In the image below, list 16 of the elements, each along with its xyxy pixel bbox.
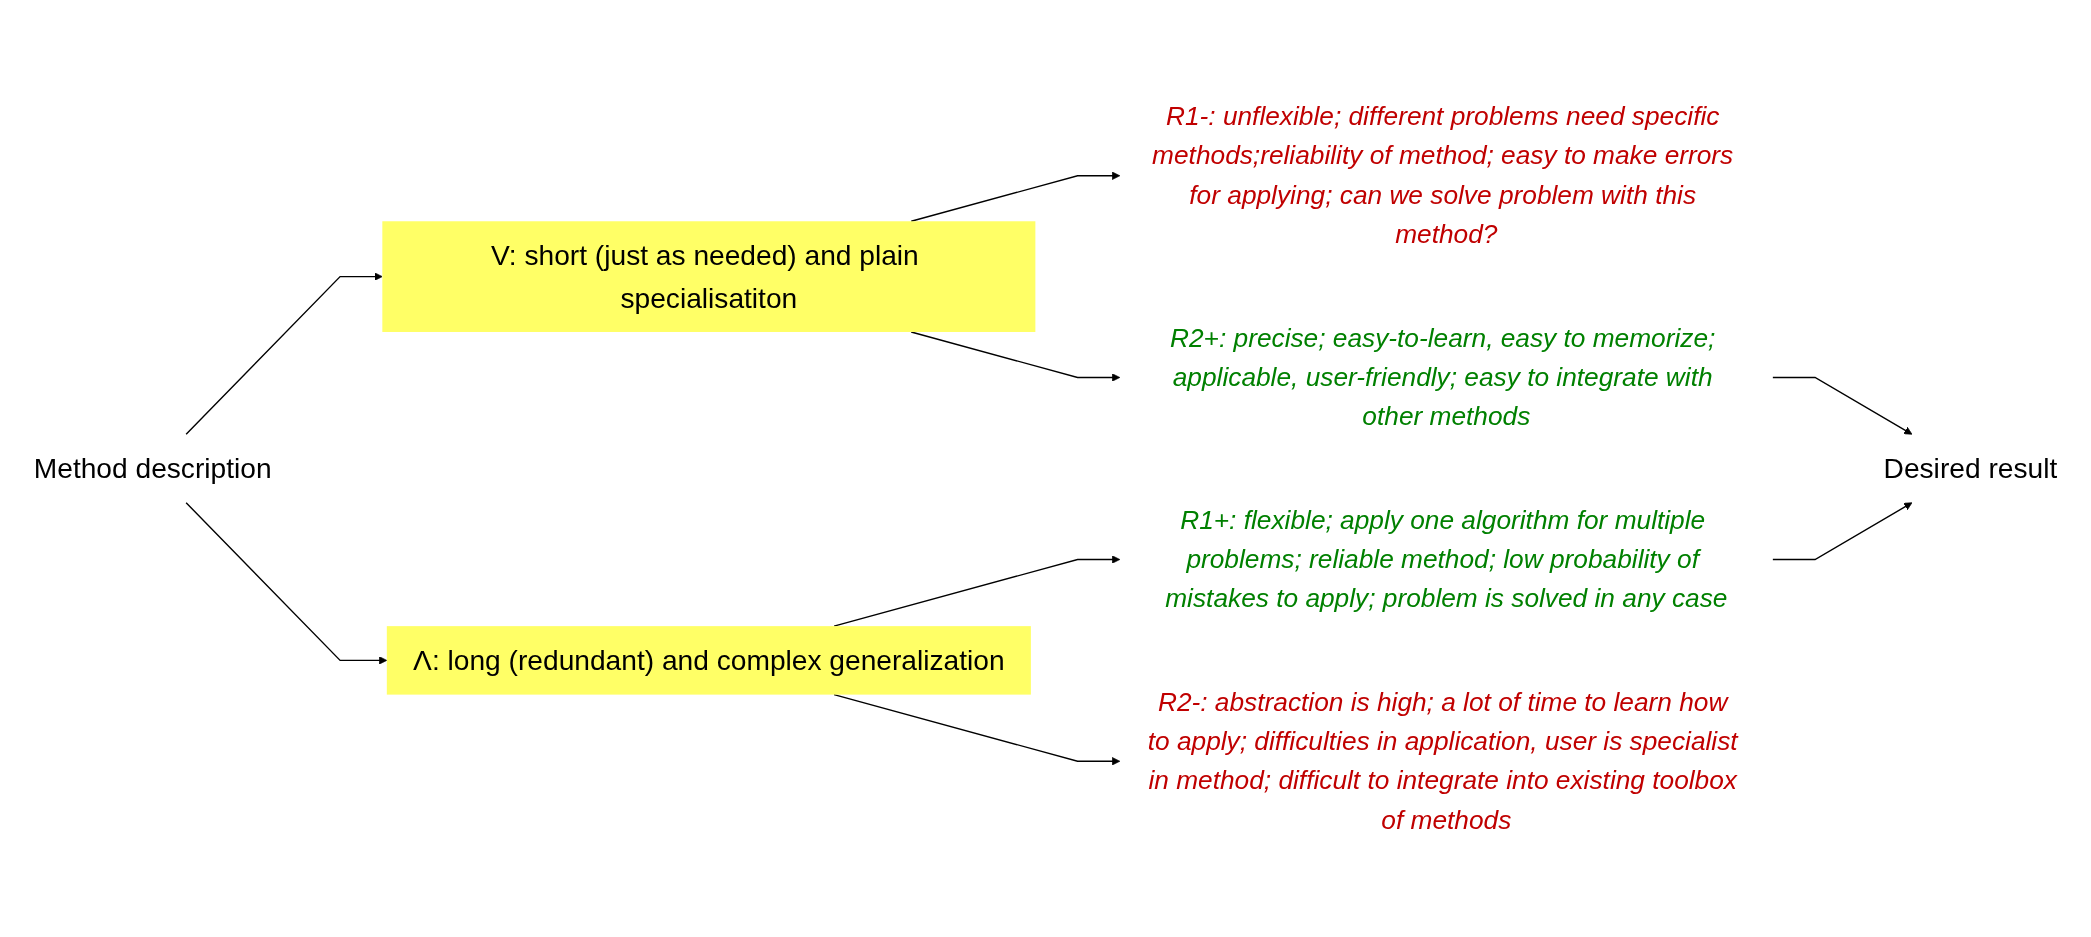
arrow [1772, 376, 1913, 435]
node-box: V: short (just as needed) and plain specialisatiton [382, 221, 1036, 332]
arrow [185, 502, 388, 665]
arrow [833, 693, 1121, 766]
node-text: Desired result [1883, 453, 2058, 484]
arrow [833, 555, 1121, 627]
arrow [1772, 502, 1913, 561]
arrow [185, 272, 383, 435]
node-text: R1-: unflexible; different problems need specific methods;reliability of method; easy to make errors for applying; can we solve problem with this method? [1152, 101, 1734, 249]
node-text: R2+: precise; easy-to-learn, easy to memorize; applicable, user-friendly; easy to integrate with other methods [1170, 323, 1716, 431]
arrow [910, 331, 1121, 382]
node-text: Method description [33, 453, 272, 484]
node-text: R1+: flexible; apply one algorithm for multiple problems; reliable method; low probability of mistakes to apply; problem is solved in any case [1165, 505, 1728, 613]
node-text: R2-: abstraction is high; a lot of time to learn how to apply; difficulties in application, user is specialist in method; difficult to integrate into existing toolbox of methods [1147, 687, 1738, 835]
arrow [910, 171, 1121, 222]
node-box: Λ: long (redundant) and complex generalization [386, 626, 1031, 695]
